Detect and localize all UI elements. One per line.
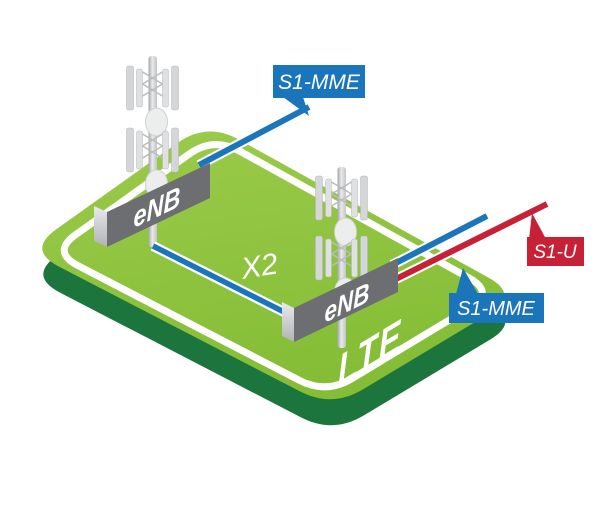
sign-end-cap bbox=[282, 302, 294, 342]
sign-face bbox=[107, 163, 210, 247]
s1-u-label: S1-U bbox=[533, 242, 577, 263]
callout-tail bbox=[529, 213, 546, 239]
x2-interface-label: X2 bbox=[238, 247, 281, 286]
callout-s1-mme-top: S1-MME bbox=[273, 65, 365, 116]
s1-mme-top-label: S1-MME bbox=[278, 71, 361, 94]
callout-tail bbox=[456, 268, 478, 294]
x2-link-line bbox=[150, 241, 301, 324]
antenna-cluster bbox=[126, 65, 179, 137]
antenna-cluster bbox=[315, 175, 368, 247]
s1-mme-bottom-line bbox=[389, 211, 490, 270]
s1-mme-bottom-label: S1-MME bbox=[457, 298, 535, 320]
callout-s1-mme-bottom: S1-MME bbox=[449, 268, 544, 323]
callout-s1-u: S1-U bbox=[527, 213, 584, 266]
callout-tail bbox=[283, 97, 309, 116]
sign-end-cap bbox=[94, 206, 107, 247]
callout-box bbox=[273, 65, 365, 98]
s1-mme-top-line bbox=[196, 102, 312, 170]
microwave-dish-icon bbox=[145, 107, 168, 137]
sign-face bbox=[294, 258, 398, 342]
s1-u-line bbox=[389, 199, 550, 286]
callout-box bbox=[449, 293, 544, 323]
callout-box bbox=[527, 237, 584, 266]
